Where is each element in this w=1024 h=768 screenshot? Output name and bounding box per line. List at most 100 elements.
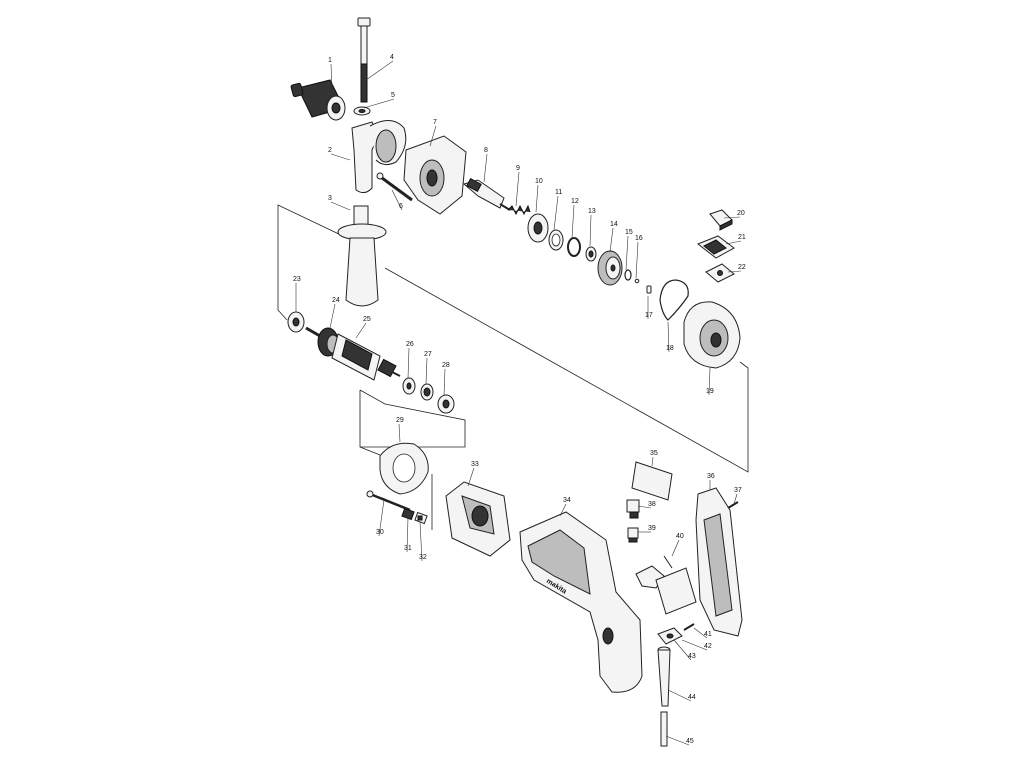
leader-line-11 <box>553 195 559 231</box>
leader-line-26 <box>407 347 410 379</box>
side-grip <box>337 205 387 307</box>
part-label-21: 21 <box>738 234 746 241</box>
leader-line-34 <box>559 503 567 517</box>
insulation-washer <box>402 377 416 395</box>
power-cord-guard <box>657 646 671 707</box>
part-label-18: 18 <box>666 345 674 352</box>
part-label-6: 6 <box>399 203 403 210</box>
leader-line-21 <box>725 240 742 245</box>
brush-holder <box>414 511 428 525</box>
leader-line-8 <box>483 153 488 183</box>
baffle-ring <box>379 442 429 495</box>
leader-line-43 <box>673 639 692 661</box>
leader-line-1 <box>330 63 333 89</box>
armature-bearing-rear <box>420 383 434 401</box>
power-supply-cord <box>660 711 668 747</box>
leader-line-12 <box>571 204 575 239</box>
side-handle-clamp <box>351 120 407 194</box>
leader-line-27 <box>425 357 428 385</box>
armature-bearing-front <box>287 311 305 333</box>
leader-line-35 <box>651 456 654 467</box>
leader-line-25 <box>355 322 367 339</box>
part-label-37: 37 <box>734 487 742 494</box>
part-label-40: 40 <box>676 533 684 540</box>
motor-housing-cover <box>683 301 741 369</box>
tapping-screw <box>366 490 411 512</box>
part-label-14: 14 <box>610 221 618 228</box>
retaining-ring-large <box>548 229 564 251</box>
part-label-34: 34 <box>563 497 571 504</box>
helical-gear <box>597 250 623 286</box>
part-label-45: 45 <box>686 738 694 745</box>
leader-line-2 <box>330 153 351 161</box>
switch-screw <box>683 623 695 631</box>
leader-line-29 <box>398 423 401 443</box>
part-label-22: 22 <box>738 264 746 271</box>
part-label-33: 33 <box>471 461 479 468</box>
part-label-44: 44 <box>688 694 696 701</box>
part-label-32: 32 <box>419 554 427 561</box>
part-label-9: 9 <box>516 165 520 172</box>
part-label-7: 7 <box>433 119 437 126</box>
leader-line-42 <box>681 639 708 651</box>
leader-line-19 <box>708 367 711 396</box>
spindle <box>462 177 511 211</box>
part-label-12: 12 <box>571 198 579 205</box>
part-label-25: 25 <box>363 316 371 323</box>
leader-line-14 <box>609 227 614 253</box>
leader-line-5 <box>363 98 395 109</box>
leader-line-18 <box>667 321 670 353</box>
strain-relief <box>626 499 640 519</box>
part-label-36: 36 <box>707 473 715 480</box>
gear-housing <box>403 135 467 215</box>
part-label-42: 42 <box>704 643 712 650</box>
leader-line-7 <box>429 125 437 147</box>
part-label-35: 35 <box>650 450 658 457</box>
leader-line-40 <box>671 539 680 557</box>
part-label-23: 23 <box>293 276 301 283</box>
leader-lines <box>295 60 742 746</box>
part-label-10: 10 <box>535 178 543 185</box>
leader-line-31 <box>406 517 409 553</box>
leader-line-22 <box>727 270 742 273</box>
part-label-16: 16 <box>635 235 643 242</box>
part-label-26: 26 <box>406 341 414 348</box>
switch-lever <box>697 235 735 259</box>
part-label-38: 38 <box>648 501 656 508</box>
part-label-28: 28 <box>442 362 450 369</box>
motor-housing: makita <box>519 511 643 693</box>
leader-line-16 <box>635 241 639 279</box>
part-label-41: 41 <box>704 631 712 638</box>
part-label-5: 5 <box>391 92 395 99</box>
armature <box>305 326 401 381</box>
compression-spring <box>507 204 531 216</box>
leader-line-32 <box>419 521 423 562</box>
cord-clamp <box>657 627 683 645</box>
leader-line-30 <box>378 499 385 537</box>
leader-line-4 <box>365 60 394 81</box>
part-label-43: 43 <box>688 653 696 660</box>
leader-line-6 <box>391 189 403 211</box>
part-label-1: 1 <box>328 57 332 64</box>
part-label-30: 30 <box>376 529 384 536</box>
depth-rod <box>376 172 413 202</box>
ball-bearing <box>527 213 549 243</box>
handle-screw <box>727 501 739 509</box>
part-label-39: 39 <box>648 525 656 532</box>
carbon-brush <box>401 507 415 521</box>
part-label-24: 24 <box>332 297 340 304</box>
leader-line-9 <box>515 171 520 207</box>
part-label-19: 19 <box>706 388 714 395</box>
pin <box>646 285 652 294</box>
long-bolt <box>357 17 371 103</box>
part-label-2: 2 <box>328 147 332 154</box>
part-label-3: 3 <box>328 195 332 202</box>
field-coil <box>445 481 511 557</box>
part-label-17: 17 <box>645 312 653 319</box>
drill-chuck <box>290 79 346 121</box>
cord-guard <box>627 527 639 543</box>
part-label-13: 13 <box>588 208 596 215</box>
leader-line-20 <box>723 216 741 219</box>
change-lever-plate <box>705 263 735 283</box>
